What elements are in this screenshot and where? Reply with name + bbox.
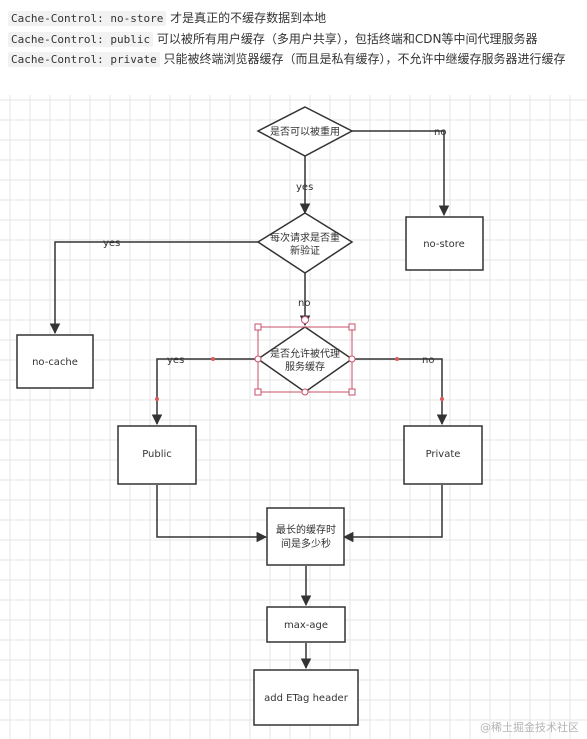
code-no-store: Cache-Control: no-store bbox=[8, 11, 167, 26]
node-no-store bbox=[405, 216, 484, 271]
label-no-cache: no-cache bbox=[32, 357, 78, 368]
node-add-etag bbox=[253, 669, 359, 726]
desc-no-store: 才是真正的不缓存数据到本地 bbox=[170, 11, 327, 25]
flowchart-canvas: 是否可以被重用 每次请求是否重 新验证 是否允许被代理 服务缓存 no-stor… bbox=[0, 95, 587, 739]
label-revalidate-line2: 新验证 bbox=[290, 244, 320, 257]
node-private bbox=[403, 425, 483, 485]
edge-private-to-maxtime bbox=[342, 485, 443, 543]
label-proxy-line2: 服务缓存 bbox=[285, 360, 325, 373]
edge-label-revalidate-no: no bbox=[298, 298, 310, 309]
edge-label-proxy-yes: yes bbox=[167, 355, 184, 366]
decision-reusable bbox=[256, 106, 354, 157]
intro-line-private: Cache-Control: private 只能被终端浏览器缓存（而且是私有缓… bbox=[8, 51, 583, 68]
node-max-age bbox=[266, 606, 346, 643]
node-max-cache-time bbox=[266, 507, 345, 566]
label-revalidate-line1: 每次请求是否重 bbox=[270, 231, 340, 244]
label-no-store: no-store bbox=[423, 239, 465, 250]
edge-public-to-maxtime bbox=[156, 485, 268, 543]
code-public: Cache-Control: public bbox=[8, 32, 154, 47]
edge-proxy-no bbox=[352, 358, 448, 426]
intro-line-no-store: Cache-Control: no-store 才是真正的不缓存数据到本地 bbox=[8, 8, 583, 29]
label-reusable: 是否可以被重用 bbox=[270, 125, 340, 138]
intro-line-public: Cache-Control: public 可以被所有用户缓存（多用户共享），包… bbox=[8, 29, 583, 50]
intro-text: Cache-Control: no-store 才是真正的不缓存数据到本地 Ca… bbox=[8, 8, 583, 68]
node-public bbox=[117, 425, 197, 485]
edge-revalidate-yes bbox=[49, 241, 258, 335]
label-max-time-line1: 最长的缓存时 bbox=[276, 523, 336, 536]
edge-proxy-yes bbox=[151, 358, 258, 426]
edge-label-revalidate-yes: yes bbox=[103, 238, 120, 249]
node-no-cache bbox=[16, 334, 94, 389]
flowchart-svg: 是否可以被重用 每次请求是否重 新验证 是否允许被代理 服务缓存 no-stor… bbox=[0, 95, 587, 739]
label-proxy-line1: 是否允许被代理 bbox=[270, 347, 340, 360]
label-private: Private bbox=[426, 449, 461, 460]
desc-private: 只能被终端浏览器缓存（而且是私有缓存），不允许中继缓存服务器进行缓存 bbox=[163, 52, 566, 66]
label-public: Public bbox=[142, 449, 172, 460]
selection-frame bbox=[155, 316, 444, 401]
decision-revalidate bbox=[256, 212, 354, 274]
label-add-etag: add ETag header bbox=[264, 693, 349, 704]
edge-label-reuse-yes: yes bbox=[296, 182, 313, 193]
edge-reuse-no bbox=[352, 130, 450, 217]
label-max-time-line2: 间是多少秒 bbox=[281, 537, 331, 550]
edge-label-proxy-no: no bbox=[422, 355, 434, 366]
edge-label-reuse-no: no bbox=[434, 127, 446, 138]
watermark: @稀土掘金技术社区 bbox=[480, 721, 579, 734]
desc-public: 可以被所有用户缓存（多用户共享），包括终端和CDN等中间代理服务器 bbox=[156, 32, 538, 46]
label-max-age: max-age bbox=[284, 620, 328, 631]
code-private: Cache-Control: private bbox=[8, 52, 160, 67]
